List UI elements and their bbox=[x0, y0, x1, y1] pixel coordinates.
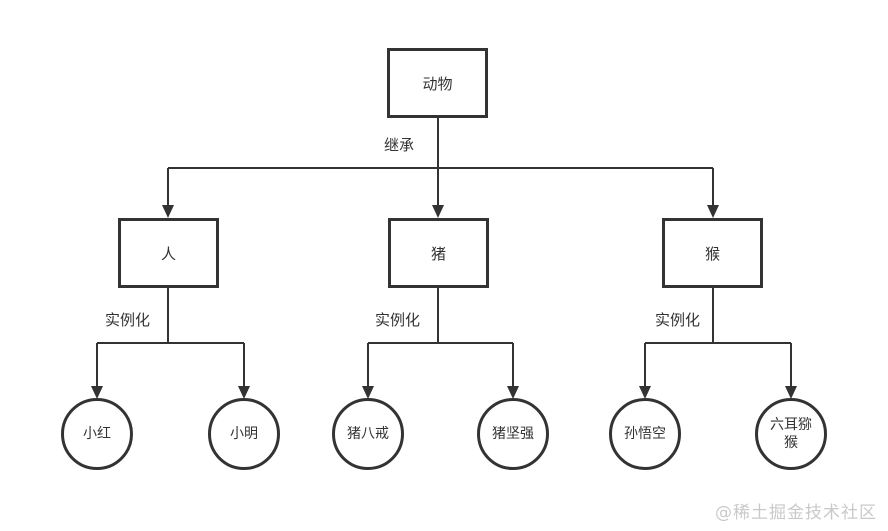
node-animal: 动物 bbox=[387, 48, 488, 118]
node-pig: 猪 bbox=[388, 218, 489, 288]
node-label: 猪八戒 bbox=[347, 425, 389, 442]
node-liuermihou: 六耳猕猴 bbox=[755, 398, 827, 470]
node-label: 六耳猕猴 bbox=[770, 416, 812, 451]
node-zhubajie: 猪八戒 bbox=[332, 398, 404, 470]
node-label: 猪坚强 bbox=[492, 425, 534, 442]
arrow-down-icon bbox=[432, 205, 444, 218]
arrow-down-icon bbox=[707, 205, 719, 218]
arrow-down-icon bbox=[162, 205, 174, 218]
node-label: 小红 bbox=[83, 425, 111, 442]
node-label: 人 bbox=[160, 244, 176, 263]
node-xiaoming: 小明 bbox=[208, 398, 280, 470]
node-monkey: 猴 bbox=[662, 218, 763, 288]
node-person: 人 bbox=[118, 218, 219, 288]
edge-label-instantiate: 实例化 bbox=[655, 311, 701, 329]
watermark-text: @稀土掘金技术社区 bbox=[715, 503, 877, 523]
node-sunwukong: 孙悟空 bbox=[609, 398, 681, 470]
node-label: 猪 bbox=[430, 244, 446, 263]
edge-label-inherit: 继承 bbox=[384, 136, 415, 154]
node-label: 猴 bbox=[704, 244, 720, 263]
node-xiaohong: 小红 bbox=[61, 398, 133, 470]
edge-label-instantiate: 实例化 bbox=[375, 311, 421, 329]
edge-label-instantiate: 实例化 bbox=[105, 311, 151, 329]
node-label: 动物 bbox=[422, 74, 453, 93]
node-zhujianqiang: 猪坚强 bbox=[477, 398, 549, 470]
node-label: 小明 bbox=[230, 425, 258, 442]
node-label: 孙悟空 bbox=[624, 425, 666, 442]
